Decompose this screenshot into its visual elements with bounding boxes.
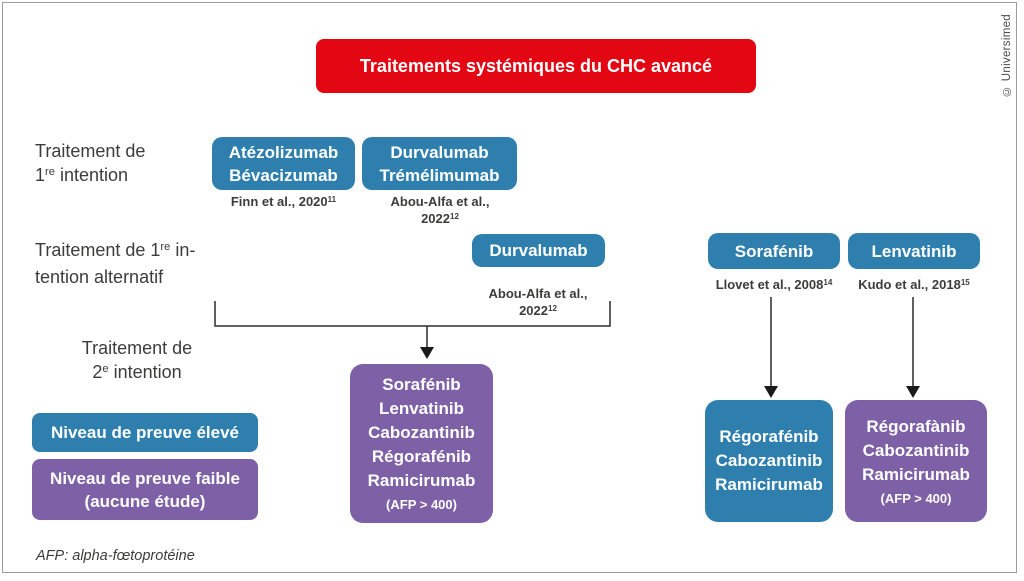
figure-frame [2, 2, 1017, 573]
ordinal-superscript: re [45, 166, 55, 179]
row-label-text: 1 [35, 165, 46, 185]
citation-text: Abou-Alfa et al., 2022 [488, 286, 588, 318]
row-label-text: 2 [92, 362, 103, 382]
row-label-text: intention [108, 362, 182, 382]
row-label-text: Traitement de 1 [35, 240, 161, 260]
row-label-second-line: Traitement de 2e intention [56, 336, 218, 387]
treatment-box-after-lenvatinib: Régorafànib Cabozantinib Ramicirumab (AF… [845, 400, 987, 522]
row-label-text: tention alternatif [35, 267, 164, 287]
treatment-box-label: Sorafénib [734, 241, 814, 261]
citation-reference-number: 14 [823, 277, 833, 287]
citation-abou-alfa-first: Abou-Alfa et al., 202212 [380, 193, 500, 229]
row-label-first-line-alternative: Traitement de 1re in- tention alternatif [35, 238, 195, 289]
citation-text: Llovet et al., 2008 [715, 277, 824, 292]
afp-threshold-note: (AFP > 400) [386, 497, 457, 512]
treatment-box-after-sorafenib: Régorafénib Cabozantinib Ramicirumab [705, 400, 833, 522]
citation-text: Finn et al., 2020 [230, 194, 328, 209]
treatment-box-label: Lenvatinib [871, 241, 957, 261]
citation-abou-alfa-alt: Abou-Alfa et al., 202212 [478, 285, 598, 321]
copyright-notice: © Universimed [1001, 14, 1013, 98]
treatment-box-label: Durvalumab [489, 241, 588, 260]
citation-reference-number: 15 [960, 277, 970, 287]
legend-label: Niveau de preuve faible (aucune étude) [50, 468, 240, 511]
citation-kudo: Kudo et al., 201815 [829, 276, 999, 295]
afp-footnote: AFP: alpha-fœtoprotéine [36, 548, 195, 564]
row-label-text: intention [54, 165, 128, 185]
treatment-box-label: Régorafànib Cabozantinib Ramicirumab [862, 416, 970, 484]
treatment-box-durvalumab-tremelimumab: Durvalumab Trémélimumab [362, 137, 517, 190]
treatment-box-label: Atézolizumab Bévacizumab [228, 142, 339, 185]
treatment-box-label: Régorafénib Cabozantinib Ramicirumab [715, 427, 823, 494]
citation-llovet: Llovet et al., 200814 [689, 276, 859, 295]
citation-finn: Finn et al., 202011 [212, 193, 355, 212]
row-label-text: in- [170, 240, 196, 260]
ordinal-superscript: e [102, 363, 109, 376]
citation-text: Kudo et al., 2018 [858, 277, 961, 292]
row-label-text: Traitement de [35, 141, 146, 161]
row-label-first-line: Traitement de 1re intention [35, 139, 145, 190]
treatment-box-atezolizumab-bevacizumab: Atézolizumab Bévacizumab [212, 137, 355, 190]
citation-reference-number: 12 [449, 211, 459, 221]
ordinal-superscript: re [160, 241, 171, 254]
legend-label: Niveau de preuve élevé [50, 423, 240, 442]
citation-reference-number: 12 [547, 303, 557, 313]
treatment-box-label: Durvalumab Trémélimumab [379, 142, 500, 185]
title-banner: Traitements systémiques du CHC avancé [316, 39, 756, 93]
legend-high-evidence: Niveau de preuve élevé [32, 413, 258, 452]
figure-title: Traitements systémiques du CHC avancé [359, 55, 713, 76]
legend-low-evidence: Niveau de preuve faible (aucune étude) [32, 459, 258, 520]
row-label-text: Traitement de [81, 338, 193, 358]
treatment-box-lenvatinib: Lenvatinib [848, 233, 980, 269]
treatment-box-second-line-options: Sorafénib Lenvatinib Cabozantinib Régora… [350, 364, 493, 523]
afp-threshold-note: (AFP > 400) [880, 490, 952, 506]
treatment-box-sorafenib: Sorafénib [708, 233, 840, 269]
treatment-box-label: Sorafénib Lenvatinib Cabozantinib Régora… [367, 375, 476, 490]
citation-reference-number: 11 [327, 194, 337, 204]
treatment-box-durvalumab: Durvalumab [472, 234, 605, 267]
citation-text: Abou-Alfa et al., 2022 [390, 194, 490, 226]
